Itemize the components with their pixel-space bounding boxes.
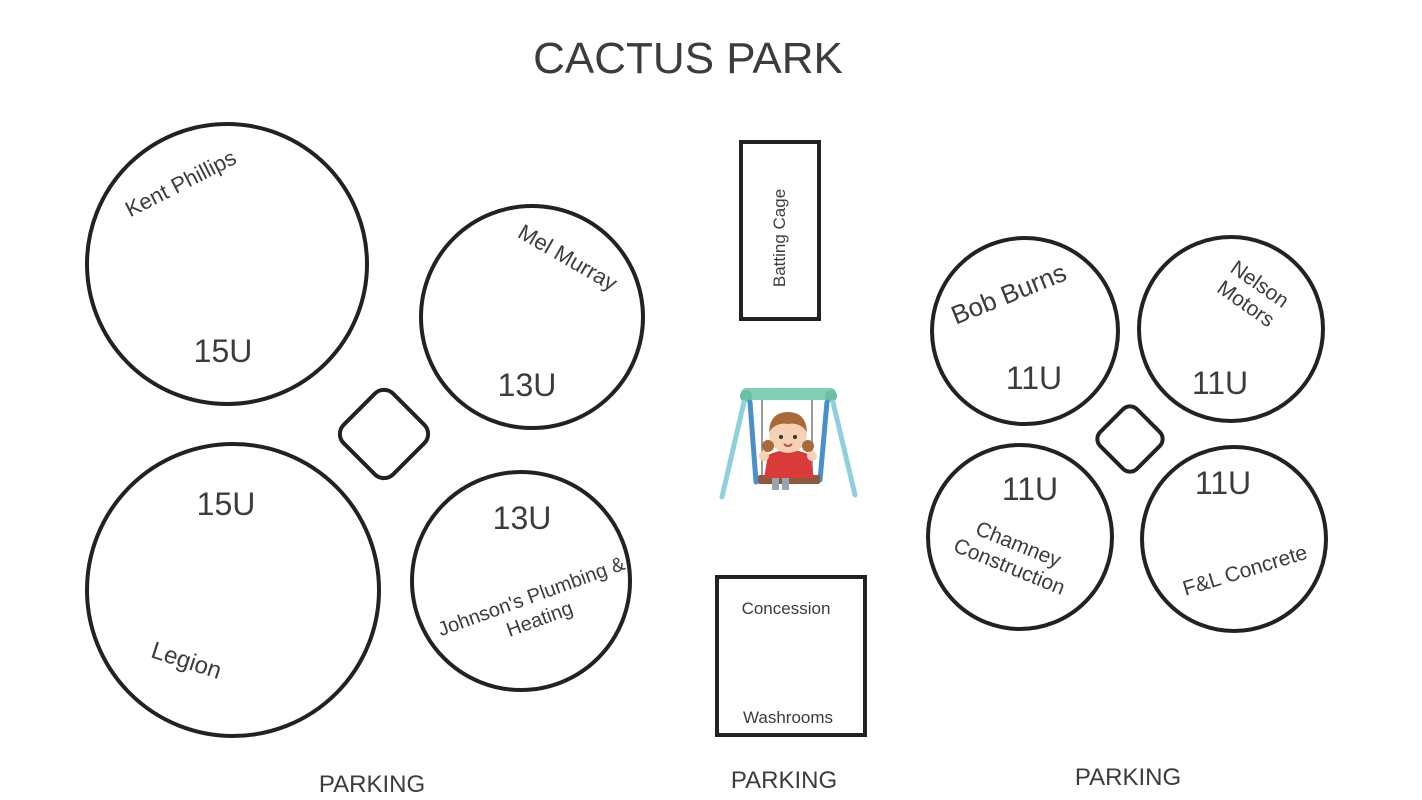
- diamond-marker: [337, 387, 431, 481]
- field-outline: [1137, 235, 1325, 423]
- field-outline: [419, 204, 645, 430]
- child-on-swing-icon: [719, 388, 858, 500]
- field-age-label: 13U: [498, 367, 557, 403]
- parking-label-left: PARKING: [319, 771, 425, 798]
- field-outline: [85, 442, 381, 738]
- field-age-label: 11U: [1195, 465, 1251, 501]
- page-title: CACTUS PARK: [533, 34, 843, 83]
- field-outline: [926, 443, 1114, 631]
- batting-cage-label: Batting Cage: [770, 189, 789, 287]
- field-outline: [85, 122, 369, 406]
- field-johnsons-plumbing[interactable]: 13U Johnson's Plumbing & Heating: [410, 470, 637, 692]
- parking-label-right: PARKING: [1075, 764, 1181, 791]
- washrooms-label: Washrooms: [743, 708, 833, 727]
- field-age-label: 11U: [1006, 360, 1062, 396]
- concession-outline: [715, 575, 867, 737]
- concession-building[interactable]: Concession Washrooms: [715, 575, 867, 737]
- field-age-label: 15U: [197, 486, 256, 522]
- field-mel-murray[interactable]: Mel Murray 13U: [419, 204, 645, 430]
- diamond-marker: [1095, 404, 1165, 474]
- field-legion[interactable]: 15U Legion: [85, 442, 381, 738]
- field-age-label: 15U: [194, 333, 253, 369]
- parking-label-center: PARKING: [731, 767, 837, 794]
- field-age-label: 13U: [493, 500, 552, 536]
- field-outline: [410, 470, 632, 692]
- field-fl-concrete[interactable]: 11U F&L Concrete: [1140, 445, 1328, 633]
- batting-cage-outline: [739, 140, 821, 321]
- field-kent-phillips[interactable]: Kent Phillips 15U: [85, 122, 369, 406]
- field-age-label: 11U: [1002, 471, 1058, 507]
- field-outline: [1140, 445, 1328, 633]
- field-nelson-motors[interactable]: Nelson Motors 11U: [1137, 235, 1325, 423]
- field-bob-burns[interactable]: Bob Burns 11U: [930, 236, 1120, 426]
- field-age-label: 11U: [1192, 365, 1248, 401]
- batting-cage[interactable]: Batting Cage: [739, 140, 821, 321]
- field-chamney-construction[interactable]: 11U Chamney Construction: [926, 443, 1114, 631]
- field-outline: [930, 236, 1120, 426]
- concession-label: Concession: [742, 599, 831, 618]
